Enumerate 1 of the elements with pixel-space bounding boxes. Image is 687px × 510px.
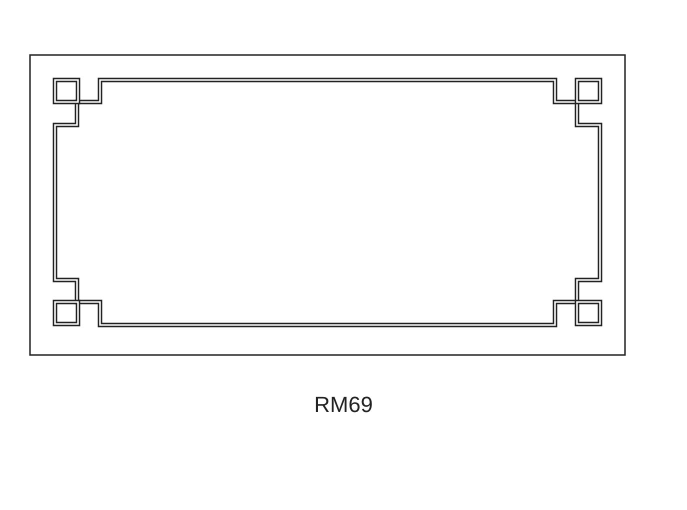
- figure-label: RM69: [314, 392, 373, 418]
